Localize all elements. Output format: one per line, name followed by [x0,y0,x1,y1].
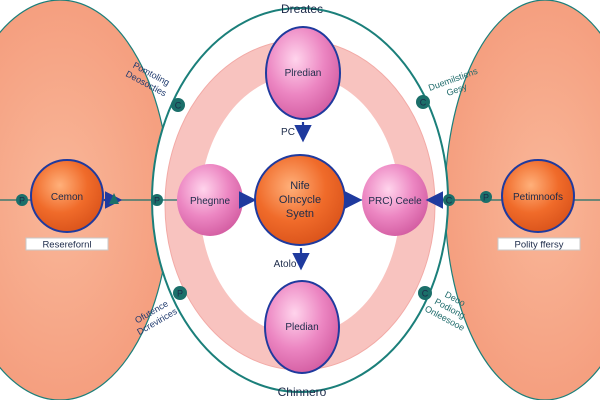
marker-far-right-text: P [483,193,489,203]
left-inner-node[interactable] [177,164,243,236]
marker-left-inner: P [151,194,163,206]
marker-top-right: C [416,95,430,109]
bottom-label: Chinnero [278,385,327,399]
right-inner-node[interactable] [362,164,428,236]
far-right-node[interactable] [501,159,575,233]
far-right-node-label: Petimnoofs [513,192,563,203]
marker-bottom-right-text: C [422,289,429,299]
marker-far-left: P [16,194,28,206]
arrow-label-center-to-bottom: Atolo [274,259,297,270]
far-right-caption: Polity ffersy [515,240,564,251]
left-inner-node-label: Phegnne [190,196,230,207]
marker-right-inner-text: C [446,196,453,206]
marker-top-left: C [171,98,185,112]
bottom-node-label: Pledian [285,322,318,333]
far-left-node-label: Cemon [51,192,83,203]
right-inner-node-label: PRC) Ceele [368,196,422,207]
marker-bottom-right: C [418,286,432,300]
top-label: Dreatec [281,2,323,16]
marker-top-left-text: C [175,101,182,111]
marker-top-right-text: C [420,98,427,108]
center-node-line-3: Syetn [286,208,314,220]
marker-bottom-left: P [173,286,187,300]
triangle-marker [109,193,119,204]
bottom-node[interactable] [264,280,340,374]
far-left-caption: Reserefornl [42,240,91,251]
marker-far-right: P [480,191,492,203]
center-node-line-1: Nife [290,180,310,192]
top-node[interactable] [265,26,341,120]
center-node-line-2: Olncycle [279,194,321,206]
arrow-label-top-to-center: PC [281,127,295,138]
far-left-node[interactable] [30,159,104,233]
marker-bottom-left-text: P [177,289,183,299]
marker-left-inner-text: P [154,196,160,206]
marker-far-left-text: P [19,196,25,206]
far-left-caption-box [25,237,109,251]
top-node-label: Plredian [285,68,322,79]
far-right-caption-box [497,237,581,251]
marker-right-inner: C [443,194,455,206]
